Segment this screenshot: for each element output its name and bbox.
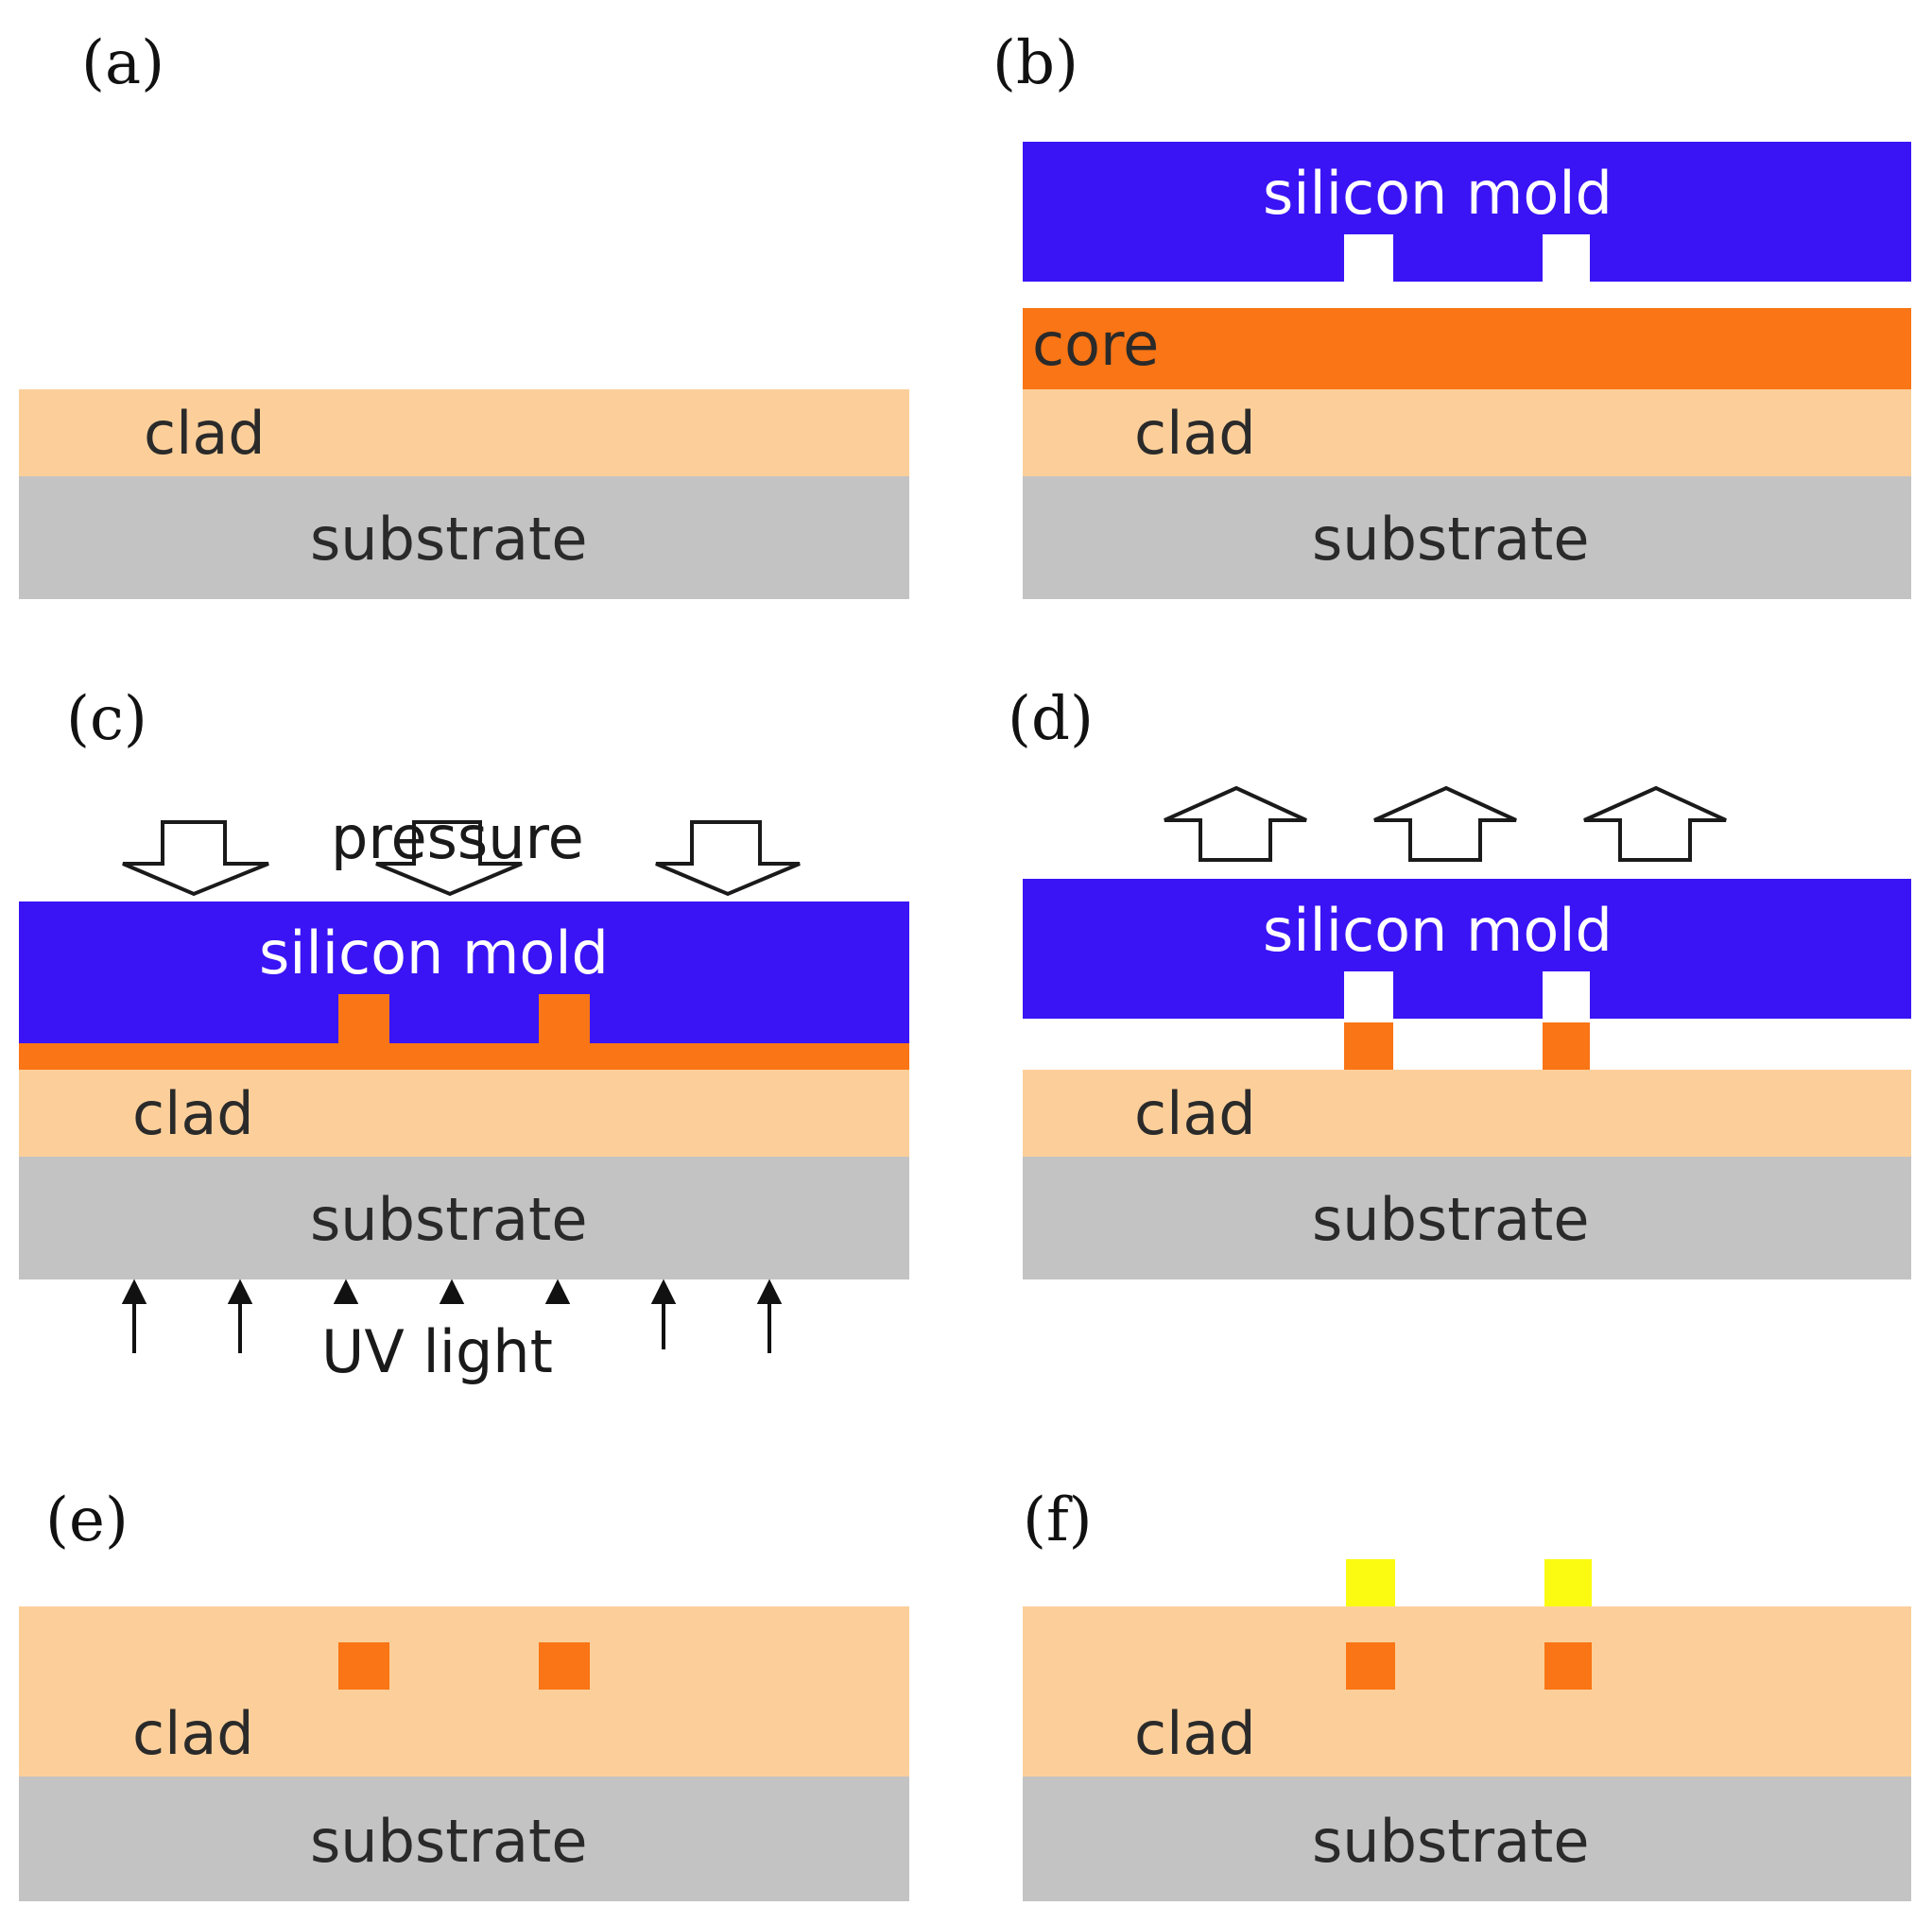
substrate-label: substrate: [310, 1807, 588, 1876]
uv-arrow-icon: [544, 1279, 571, 1304]
silicon-mold: [1023, 142, 1911, 282]
release-arrow-icon: [1164, 785, 1307, 862]
mold-label: silicon mold: [1263, 159, 1613, 228]
uv-light-label: UV light: [321, 1317, 553, 1386]
core-residual-layer: [19, 1043, 909, 1070]
clad-label: clad: [1134, 1079, 1256, 1148]
uv-arrow-icon: [439, 1279, 465, 1304]
substrate-layer: [19, 1157, 909, 1279]
substrate-layer: [1023, 1777, 1911, 1901]
clad-layer: [19, 389, 909, 476]
substrate-layer: [1023, 1157, 1911, 1279]
core-layer: [1023, 308, 1911, 389]
uv-arrow-icon: [650, 1279, 677, 1304]
pressure-arrow-icon: [122, 820, 269, 897]
clad-label: clad: [132, 1699, 254, 1768]
panel-c: (c) pressure silicon mold clad substrate: [19, 684, 909, 1386]
clad-label: clad: [144, 399, 266, 468]
electrode: [1346, 1559, 1395, 1606]
substrate-label: substrate: [1312, 1807, 1590, 1876]
substrate-layer: [19, 476, 909, 599]
clad-layer: [19, 1070, 909, 1157]
uv-arrow-icon: [227, 1279, 253, 1304]
pressure-arrow-icon: [375, 820, 523, 897]
clad-label: clad: [132, 1079, 254, 1148]
release-arrow-icon: [1583, 785, 1727, 862]
panel-d-label: (d): [1008, 684, 1094, 754]
uv-arrow-icon: [333, 1279, 359, 1304]
panel-c-label: (c): [66, 684, 147, 754]
substrate-layer: [1023, 476, 1911, 599]
substrate-layer: [19, 1777, 909, 1901]
clad-label: clad: [1134, 1699, 1256, 1768]
pressure-arrow-icon: [655, 820, 801, 897]
panel-f-label: (f): [1023, 1485, 1093, 1555]
panel-b-label: (b): [992, 28, 1078, 98]
uv-arrow-icon: [121, 1279, 147, 1304]
substrate-label: substrate: [1312, 505, 1590, 574]
clad-layer: [19, 1606, 909, 1777]
core-waveguide: [338, 1642, 389, 1690]
core-waveguide: [1346, 1642, 1395, 1690]
panel-a: (a) clad substrate: [19, 28, 909, 599]
electrode: [1544, 1559, 1592, 1606]
panel-e: (e) clad substrate: [19, 1485, 909, 1901]
core-waveguide: [1543, 1022, 1590, 1070]
mold-label: silicon mold: [1263, 896, 1613, 965]
substrate-label: substrate: [310, 505, 588, 574]
substrate-label: substrate: [1312, 1185, 1590, 1254]
core-waveguide: [1544, 1642, 1592, 1690]
panel-f: (f) clad substrate: [1023, 1485, 1911, 1901]
core-waveguide: [539, 1642, 590, 1690]
core-label: core: [1032, 310, 1159, 379]
core-waveguide: [1344, 1022, 1393, 1070]
panel-d: (d) silicon mold clad substrate: [1008, 684, 1911, 1279]
release-arrow-icon: [1373, 785, 1517, 862]
clad-label: clad: [1134, 399, 1256, 468]
clad-layer: [1023, 1070, 1911, 1157]
silicon-mold: [1023, 879, 1911, 1019]
clad-layer: [1023, 1606, 1911, 1777]
core-ridge: [338, 994, 389, 1043]
core-ridge: [539, 994, 590, 1043]
uv-arrow-icon: [756, 1279, 783, 1304]
uv-arrows: [121, 1279, 783, 1353]
silicon-mold: [19, 901, 909, 1043]
substrate-label: substrate: [310, 1185, 588, 1254]
pressure-label: pressure: [331, 803, 584, 872]
clad-layer: [1023, 389, 1911, 476]
mold-label: silicon mold: [259, 919, 609, 987]
panel-e-label: (e): [45, 1485, 129, 1555]
panel-b: (b) silicon mold core clad substrate: [992, 28, 1911, 599]
panel-a-label: (a): [81, 28, 164, 98]
